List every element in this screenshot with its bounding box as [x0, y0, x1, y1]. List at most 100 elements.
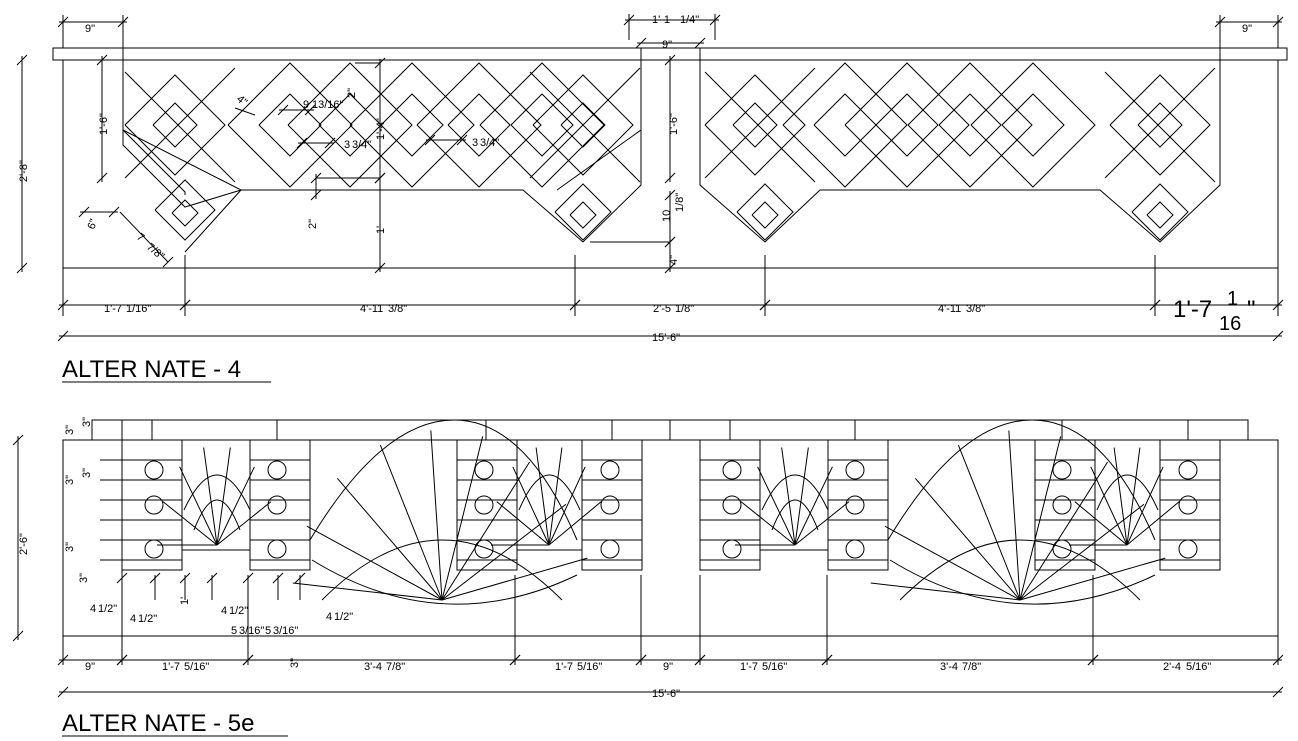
- p5-roundel: [722, 460, 742, 480]
- p4-lattice-diamond: [751, 201, 779, 229]
- dim-tick: [179, 572, 191, 584]
- p5-fan-arc: [771, 499, 819, 531]
- p5-inner-label-1-frac: 1/2": [98, 603, 117, 615]
- p5-bigfan-rib: [884, 525, 1021, 601]
- p5-fan-rib: [1126, 447, 1141, 546]
- p5-bottom-dim-5: 9": [663, 661, 673, 673]
- p5-fan-rib: [794, 447, 809, 546]
- p5-small-dim-4: 3": [81, 468, 93, 478]
- p5-roundel: [1178, 495, 1198, 515]
- p5-inner-label-6-frac: 3/16": [273, 625, 298, 637]
- p4-lattice-diamond: [380, 93, 444, 157]
- p5-roundel: [267, 495, 287, 515]
- dim-tick: [277, 104, 289, 116]
- p5-roundel: [600, 460, 620, 480]
- p5-inner-label-8: 3": [289, 658, 301, 668]
- p5-inner-label-7: 4: [326, 611, 332, 623]
- p5-bigfan-arc: [309, 419, 578, 541]
- p4-lattice-diamond: [554, 183, 612, 241]
- p5-bigfan-bowl: [889, 559, 1156, 605]
- p4-cross: [124, 67, 236, 179]
- p5-roundel: [474, 495, 494, 515]
- p5-fan-rib: [1126, 501, 1180, 546]
- p4-bottom-dim-3-frac: 1/8": [675, 303, 694, 315]
- p5-roundel: [474, 539, 494, 559]
- p5-bigfan-rib: [1008, 430, 1021, 601]
- p4-label-b: 2": [346, 88, 358, 98]
- p4-top-dim-left: 9": [85, 23, 95, 35]
- p5-bigfan-rib: [1019, 461, 1109, 601]
- p5-bigfan-rib: [870, 582, 1021, 601]
- p5-inner-label-5: 5: [231, 625, 237, 637]
- p5-roundel: [1178, 539, 1198, 559]
- p5-fan-arc: [193, 499, 241, 531]
- p5-bottom-dim-7-frac: 7/8": [962, 661, 981, 673]
- p5-fan-rib: [548, 447, 563, 546]
- p5-title: ALTER NATE - 5e: [62, 710, 255, 737]
- drawing-labels: 9" 1'-1 1/4" 9" 9" 2'-8" 1'-6" 1'-6" 10 …: [18, 14, 1256, 737]
- dim-tick: [310, 189, 322, 201]
- p4-label-i: 6": [86, 217, 101, 231]
- p5-bigfan-inner: [899, 539, 1141, 601]
- p5-bigfan-arc: [887, 419, 1156, 541]
- p5-fan-rib: [216, 466, 255, 546]
- dim-tick: [1149, 299, 1161, 311]
- p5-small-dim-3: 3": [64, 475, 76, 485]
- dim-tick: [821, 654, 833, 666]
- p4-cross: [1104, 67, 1216, 179]
- p4-lattice-diamond: [970, 62, 1096, 188]
- dim-tick: [296, 137, 308, 149]
- p5-fan-rib: [548, 466, 586, 546]
- p4-big-dim-unit: ": [1247, 296, 1256, 323]
- p4-lattice-diamond: [258, 93, 322, 157]
- p5-bottom-dim-3: 3'-4: [364, 661, 382, 673]
- p4-label-d: 3: [344, 139, 350, 151]
- p5-top-cap-left: [91, 419, 671, 441]
- p4-label-j-frac: 7/8": [144, 241, 166, 263]
- p5-fan-rib: [535, 447, 550, 546]
- p4-lattice-diamond: [171, 199, 199, 227]
- p5-bottom-dim-6-frac: 5/16": [762, 661, 787, 673]
- p5-fan-arc: [1096, 474, 1159, 511]
- p4-top-dim-center-outer: 1'-1: [652, 14, 670, 26]
- p5-bigfan-rib: [430, 430, 443, 601]
- p5-bottom-dim-7: 3'-4: [940, 661, 958, 673]
- p5-inner-label-5-frac: 3/16": [239, 625, 264, 637]
- dim-tick: [57, 330, 69, 342]
- p5-roundel: [722, 539, 742, 559]
- p5-inner-label-4-frac: 1/2": [229, 605, 248, 617]
- dim-tick: [16, 262, 28, 274]
- p5-inner-label-7-frac: 1/2": [334, 611, 353, 623]
- p5-small-dim-1: 3": [64, 425, 76, 435]
- dim-tick: [162, 256, 174, 268]
- p5-bigfan-rib: [292, 582, 443, 601]
- p5-bottom-dim-1: 9": [85, 661, 95, 673]
- dim-tick: [16, 54, 28, 66]
- p5-inner-label-6: 5: [265, 625, 271, 637]
- p4-bottom-dim-4-frac: 3/8": [966, 303, 985, 315]
- p5-bottom-dim-2: 1'-7: [162, 661, 180, 673]
- p4-label-a-frac: 13/16": [312, 99, 344, 111]
- p4-label-g: 1': [375, 226, 387, 234]
- p4-lattice-diamond: [447, 93, 511, 157]
- p5-roundel: [722, 495, 742, 515]
- p4-cross: [704, 67, 816, 179]
- p5-fan-rib: [1090, 466, 1128, 546]
- p4-cross: [529, 67, 641, 179]
- p4-center-dim-lower-frac: 1/8": [674, 193, 686, 212]
- dim-tick: [310, 172, 322, 184]
- dim-tick: [694, 654, 706, 666]
- p5-roundel: [1052, 495, 1072, 515]
- p5-roundel: [474, 460, 494, 480]
- p4-bottom-dim-1: 1'-7: [104, 303, 122, 315]
- p4-center-dim-base: 4": [668, 255, 680, 265]
- p5-bigfan-bowl: [311, 559, 578, 605]
- dim-tick: [304, 104, 316, 116]
- p5-bottom-dim-8: 2'-4: [1163, 661, 1181, 673]
- dim-tick: [1272, 654, 1284, 666]
- p5-bigfan-rib: [914, 477, 1021, 601]
- dim-tick: [635, 37, 647, 49]
- p5-inner-label-2-frac: 1/2": [138, 613, 157, 625]
- dim-tick: [96, 54, 108, 66]
- p5-fan-rib: [757, 466, 796, 546]
